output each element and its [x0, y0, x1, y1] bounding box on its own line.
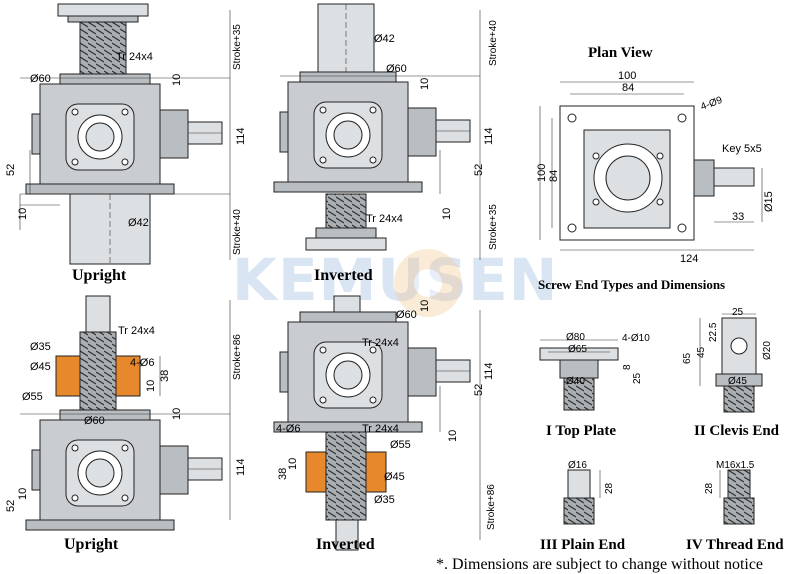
dim-ib-holes6: 4-Ø6 — [276, 423, 300, 435]
dim-t2-45: 45 — [696, 346, 707, 358]
dim-inv-d42: Ø42 — [374, 33, 395, 45]
screw-end-plain: Ø16 28 III Plain End — [540, 460, 626, 553]
dim-stroke40: Stroke+40 — [232, 209, 243, 255]
dim-ub-d35: Ø35 — [30, 341, 51, 353]
dim-inv-10: 10 — [419, 78, 431, 90]
dim-ub-10b: 10 — [171, 408, 183, 420]
dim-inv-10b: 10 — [441, 208, 453, 220]
dim-ib-10c: 10 — [287, 458, 299, 470]
dim-ub-10c: 10 — [17, 488, 29, 500]
caption-type4: IV Thread End — [686, 537, 784, 553]
upright-top-view: Tr 24x4 Ø60 10 114 52 10 Ø42 Stroke+35 S… — [5, 3, 247, 284]
dim-d42: Ø42 — [128, 217, 149, 229]
dim-inv-stroke40: Stroke+40 — [488, 20, 499, 66]
dim-stroke35: Stroke+35 — [232, 24, 243, 70]
dim-t2-25: 25 — [732, 307, 744, 318]
dim-t4-28: 28 — [704, 482, 715, 494]
caption-type1: I Top Plate — [546, 423, 616, 439]
caption-inverted-bottom: Inverted — [316, 536, 375, 553]
dim-ub-114: 114 — [235, 458, 247, 476]
dim-ib-114: 114 — [483, 362, 495, 380]
dim-t3-28: 28 — [604, 482, 615, 494]
dim-ub-d55: Ø55 — [22, 391, 43, 403]
caption-type3: III Plain End — [540, 537, 626, 553]
dim-10b: 10 — [17, 208, 29, 220]
dim-t3-d16: Ø16 — [568, 460, 587, 471]
caption-inverted-top: Inverted — [314, 267, 373, 284]
dim-inv-stroke35: Stroke+35 — [488, 204, 499, 250]
dim-inv-tr: Tr 24x4 — [366, 213, 403, 225]
screw-end-clevis: 25 65 45 22.5 Ø20 Ø45 II Clevis End — [682, 307, 780, 439]
dim-t1-25: 25 — [632, 372, 643, 384]
watermark-gear-icon — [394, 249, 462, 317]
dim-ub-52: 52 — [5, 500, 17, 512]
dim-ub-d45: Ø45 — [30, 361, 51, 373]
dim-t1-d80: Ø80 — [566, 332, 585, 343]
dim-t2-225: 22.5 — [708, 322, 719, 342]
dim-52: 52 — [5, 164, 17, 176]
dim-t1-8: 8 — [622, 364, 633, 370]
dim-plan-84: 84 — [622, 82, 634, 94]
dim-ib-stroke86: Stroke+86 — [486, 484, 497, 530]
screw-end-title: Screw End Types and Dimensions — [538, 277, 725, 292]
caption-upright-bottom: Upright — [64, 536, 119, 553]
dim-d60: Ø60 — [30, 73, 51, 85]
dim-10a: 10 — [171, 74, 183, 86]
dim-ib-52: 52 — [473, 384, 485, 396]
dim-114: 114 — [235, 127, 247, 145]
dim-ib-10a: 10 — [419, 300, 431, 312]
upright-bottom-view: Tr 24x4 Ø35 Ø45 4-Ø6 38 10 Ø55 Ø60 10 11… — [5, 295, 247, 553]
dim-ib-38: 38 — [277, 468, 289, 480]
screw-end-top-plate: Ø80 Ø65 4-Ø10 8 25 Ø40 I Top Plate — [539, 332, 650, 439]
dim-ib-d55: Ø55 — [390, 439, 411, 451]
dim-ub-38: 38 — [159, 370, 171, 382]
inverted-bottom-view: 10 Ø60 Tr 24x4 114 52 10 Tr 24x4 4-Ø6 Ø5… — [273, 295, 497, 553]
dim-t2-65: 65 — [682, 352, 693, 364]
dim-ib-d60: Ø60 — [396, 309, 417, 321]
dim-plan-key: Key 5x5 — [722, 143, 762, 155]
dim-t2-d20: Ø20 — [762, 341, 773, 360]
disclaimer-note: *. Dimensions are subject to change with… — [436, 556, 763, 573]
dim-tr-thread: Tr 24x4 — [116, 51, 153, 63]
dim-ib-tr2: Tr 24x4 — [362, 423, 399, 435]
dim-ib-10b: 10 — [447, 430, 459, 442]
dim-plan-100v: 100 — [536, 164, 548, 182]
dim-t1-d65: Ø65 — [568, 344, 587, 355]
screw-end-thread: M16x1.5 28 IV Thread End — [686, 460, 784, 553]
inverted-top-view: Ø42 Ø60 10 114 52 10 Tr 24x4 Stroke+40 S… — [273, 3, 499, 284]
dim-t1-d40: Ø40 — [566, 376, 585, 387]
dim-inv-114: 114 — [483, 127, 495, 145]
plan-view: Plan View 100 84 4-Ø9 Key 5x5 100 84 33 … — [536, 45, 775, 265]
dim-inv-52: 52 — [473, 164, 485, 176]
dim-plan-33: 33 — [732, 211, 744, 223]
dim-t4-m16: M16x1.5 — [716, 460, 755, 471]
dim-ub-d60: Ø60 — [84, 415, 105, 427]
dim-plan-100: 100 — [618, 70, 636, 82]
caption-plan-view: Plan View — [588, 45, 653, 61]
dim-ub-holes6: 4-Ø6 — [130, 357, 154, 369]
dim-ib-d35: Ø35 — [374, 494, 395, 506]
caption-upright-top: Upright — [72, 267, 127, 284]
dim-ub-tr: Tr 24x4 — [118, 325, 155, 337]
dim-t1-holes10: 4-Ø10 — [622, 333, 650, 344]
dim-plan-84v: 84 — [548, 170, 560, 182]
dim-ib-tr: Tr 24x4 — [362, 337, 399, 349]
watermark-text: KEMUSEN — [232, 246, 558, 314]
dim-inv-d60: Ø60 — [386, 63, 407, 75]
dim-plan-holes9: 4-Ø9 — [699, 95, 724, 113]
dim-ub-10a: 10 — [145, 380, 157, 392]
dim-t2-d45: Ø45 — [728, 376, 747, 387]
caption-type2: II Clevis End — [694, 423, 780, 439]
dim-plan-d15: Ø15 — [763, 191, 775, 212]
dim-ub-stroke86: Stroke+86 — [232, 334, 243, 380]
dim-ib-d45: Ø45 — [384, 471, 405, 483]
dim-plan-124: 124 — [680, 253, 698, 265]
